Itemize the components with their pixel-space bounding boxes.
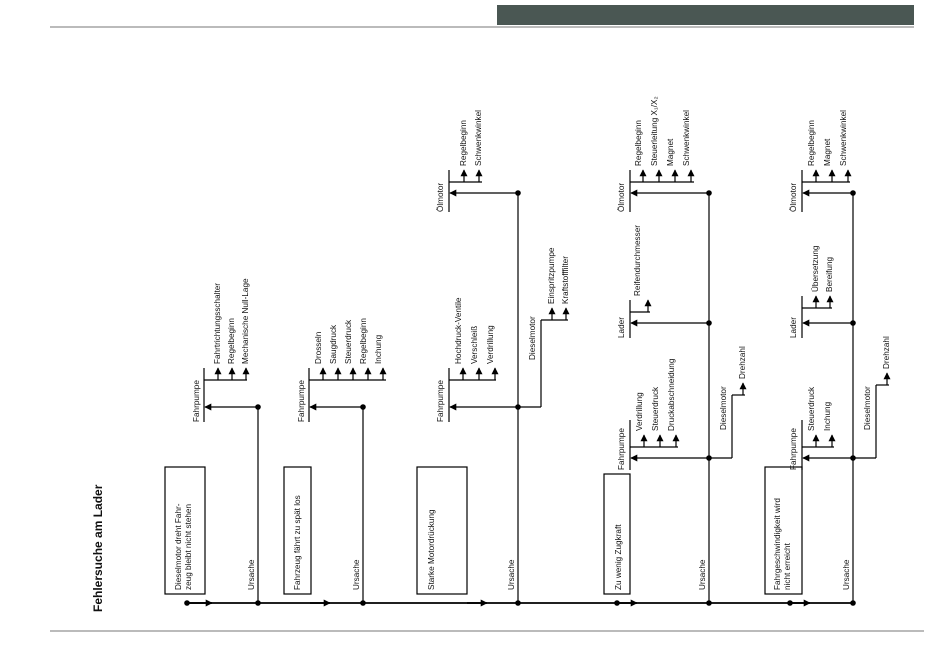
component-label-c2-fahrpumpe: Fahrpumpe	[297, 380, 306, 422]
symptom-group-3: Starke Motordrückung Ursache Fahrpumpe H…	[416, 110, 570, 603]
item-bereifung: Bereifung	[825, 257, 834, 292]
symptom-group-2: Fahrzeug fährt zu spät los Ursache Fahrp…	[283, 318, 387, 603]
component-label-c1-fahrpumpe: Fahrpumpe	[192, 380, 201, 422]
item-mechanische-null-lage: Mechanische Null-Lage	[241, 278, 250, 364]
item-uebersetzung: Übersetzung	[810, 245, 820, 292]
symptom-text-4: Zu wenig Zugkraft	[614, 524, 623, 590]
item-fahrtrichtungsschalter: Fahrtrichtungsschalter	[213, 283, 222, 364]
component-label-c5-dieselmotor: Dieselmotor	[863, 386, 872, 430]
symptom-box-3	[416, 466, 468, 595]
item-steuerdruck: Steuerdruck	[651, 386, 660, 431]
item-steuerleitung: Steuerleitung X₁/X₂	[650, 96, 659, 166]
cause-label-3: Ursache	[507, 559, 516, 590]
main-flow	[184, 599, 856, 607]
item-steuerdruck: Steuerdruck	[807, 386, 816, 431]
component-label-c3-fahrpumpe: Fahrpumpe	[436, 380, 445, 422]
symptom-text-2: Fahrzeug fährt zu spät los	[293, 495, 302, 590]
item-magnet: Magnet	[823, 138, 832, 166]
item-regelbeginn: Regelbeginn	[459, 120, 468, 166]
item-drehzahl: Drehzahl	[738, 346, 747, 379]
item-hochdruck-ventile: Hochdruck-Ventile	[454, 297, 463, 364]
item-reifendurchmesser: Reifendurchmesser	[633, 225, 642, 296]
item-regelbeginn: Regelbeginn	[227, 318, 236, 364]
item-drosseln: Drosseln	[314, 331, 323, 364]
symptom-text-5: Fahrgeschwindigkeit wirdnicht erreicht	[773, 498, 792, 590]
component-label-c5-oelmotor: Ölmotor	[788, 183, 798, 212]
cause-label-5: Ursache	[842, 559, 851, 590]
section-title: Fehlersuche am Lader	[91, 484, 105, 612]
item-saugdruck: Saugdruck	[329, 324, 338, 364]
component-label-c4-lader: Lader	[617, 317, 626, 338]
cause-label-2: Ursache	[352, 559, 361, 590]
item-steuerdruck: Steuerdruck	[344, 319, 353, 364]
symptom-text-1: Dieselmotor dreht Fahr-zeug bleibt nicht…	[174, 503, 193, 590]
component-label-c4-dieselmotor: Dieselmotor	[719, 386, 728, 430]
symptom-box-1	[164, 466, 206, 595]
item-druckabschneidung: Druckabschneidung	[667, 358, 676, 431]
symptom-group-5: Fahrgeschwindigkeit wirdnicht erreicht U…	[764, 110, 891, 603]
component-label-c5-fahrpumpe: Fahrpumpe	[789, 428, 798, 470]
item-regelbeginn: Regelbeginn	[359, 318, 368, 364]
symptom-box-2	[283, 466, 312, 595]
item-verdrillung: Verdrillung	[486, 325, 495, 364]
component-label-c3-oelmotor: Ölmotor	[435, 183, 445, 212]
item-drehzahl: Drehzahl	[882, 336, 891, 369]
item-einspritzpumpe: Einspritzpumpe	[547, 247, 556, 304]
component-label-c3-dieselmotor: Dieselmotor	[528, 316, 537, 360]
item-kraftstofffilter: Kraftstofffilter	[561, 256, 570, 304]
symptom-box-4	[603, 473, 631, 595]
cause-label-4: Ursache	[698, 559, 707, 590]
item-verschleiss: Verschleiß	[470, 326, 479, 364]
item-inchung: Inchung	[374, 334, 383, 364]
component-label-c5-lader: Lader	[789, 317, 798, 338]
item-verdrillung: Verdrillung	[635, 392, 644, 431]
item-regelbeginn: Regelbeginn	[807, 120, 816, 166]
item-schwenkwinkel: Schwenkwinkel	[474, 110, 483, 166]
component-label-c4-fahrpumpe: Fahrpumpe	[617, 428, 626, 470]
symptom-box-5	[764, 466, 803, 595]
symptom-group-4: Zu wenig Zugkraft Ursache Fahrpumpe Verd…	[603, 96, 747, 603]
item-regelbeginn: Regelbeginn	[634, 120, 643, 166]
symptom-group-1: Dieselmotor dreht Fahr-zeug bleibt nicht…	[164, 278, 261, 603]
item-schwenkwinkel: Schwenkwinkel	[839, 110, 848, 166]
item-inchung: Inchung	[823, 401, 832, 431]
item-magnet: Magnet	[666, 138, 675, 166]
cause-label-1: Ursache	[247, 559, 256, 590]
header-bar	[497, 5, 914, 25]
symptom-text-3: Starke Motordrückung	[427, 509, 436, 590]
item-schwenkwinkel: Schwenkwinkel	[682, 110, 691, 166]
component-label-c4-oelmotor: Ölmotor	[616, 183, 626, 212]
